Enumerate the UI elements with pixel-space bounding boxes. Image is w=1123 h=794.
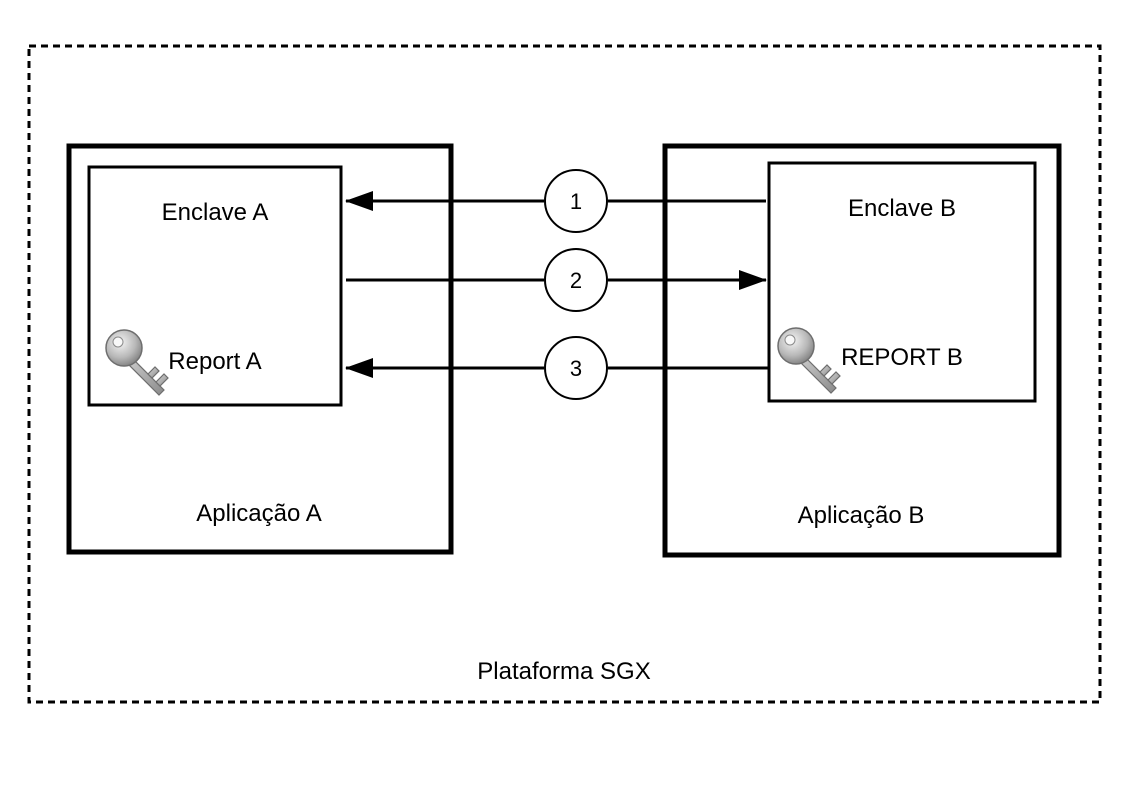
enclave-a-label: Enclave A — [162, 199, 269, 226]
application-a-label: Aplicação A — [196, 500, 321, 527]
step-2-number: 2 — [570, 268, 582, 293]
step-1-circle — [544, 169, 608, 233]
report-b-label: REPORT B — [841, 344, 963, 371]
key-icon — [105, 329, 169, 396]
platform-label: Plataforma SGX — [477, 658, 650, 685]
enclave-b-box — [767, 161, 1037, 403]
application-b-box — [662, 143, 1062, 558]
step-1-number: 1 — [570, 189, 582, 214]
key-icon — [777, 327, 841, 394]
step-1-arrow: 1 — [345, 169, 766, 233]
enclave-b-label: Enclave B — [848, 195, 956, 222]
platform-boundary — [27, 44, 1102, 704]
step-3-number: 3 — [570, 356, 582, 381]
application-a-box — [66, 143, 454, 555]
step-3-circle — [544, 336, 608, 400]
step-2-arrow: 2 — [346, 248, 767, 312]
report-a-label: Report A — [168, 348, 261, 375]
application-b-label: Aplicação B — [798, 502, 925, 529]
enclave-a-box — [87, 165, 343, 407]
step-2-circle — [544, 248, 608, 312]
step-3-arrow: 3 — [345, 336, 770, 400]
